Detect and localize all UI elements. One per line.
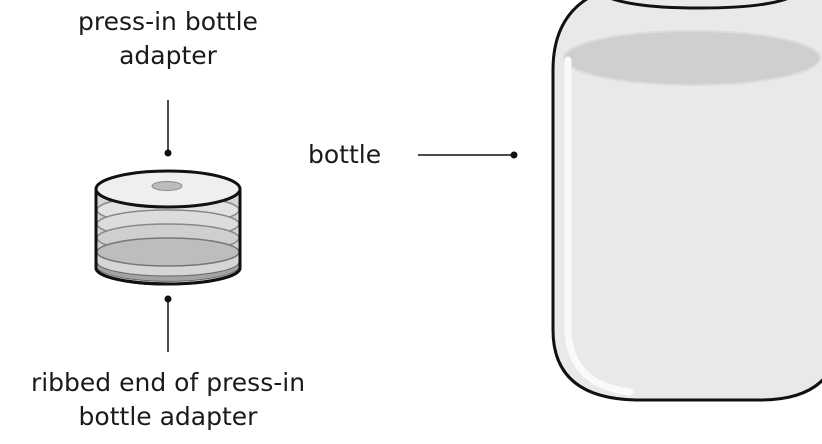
bottle-liquid-surface bbox=[564, 31, 820, 85]
adapter-top-leader-dot bbox=[164, 149, 172, 157]
adapter-center-hole bbox=[151, 181, 183, 191]
bottle-liquid-rim bbox=[563, 30, 821, 86]
bottle-label: bottle bbox=[308, 138, 381, 172]
ribbed-end-label-line-2: bottle adapter bbox=[78, 402, 258, 431]
ribbed-end-label: ribbed end of press-in bottle adapter bbox=[0, 366, 336, 434]
press-in-bottle-adapter bbox=[94, 169, 242, 286]
bottle-label-text: bottle bbox=[308, 140, 382, 169]
adapter-label: press-in bottle adapter bbox=[18, 5, 318, 73]
bottle bbox=[551, 0, 822, 402]
adapter-label-line-2: adapter bbox=[119, 41, 217, 70]
bottle-leader-dot bbox=[510, 151, 518, 159]
bottle-body bbox=[551, 0, 822, 402]
ribbed-end-label-line-1: ribbed end of press-in bbox=[30, 368, 306, 397]
adapter-rib bbox=[96, 237, 240, 267]
adapter-side-outline bbox=[94, 190, 242, 286]
bottle-lip bbox=[611, 0, 788, 10]
adapter-label-line-1: press-in bottle bbox=[78, 7, 258, 36]
bottle-highlight bbox=[564, 56, 634, 396]
